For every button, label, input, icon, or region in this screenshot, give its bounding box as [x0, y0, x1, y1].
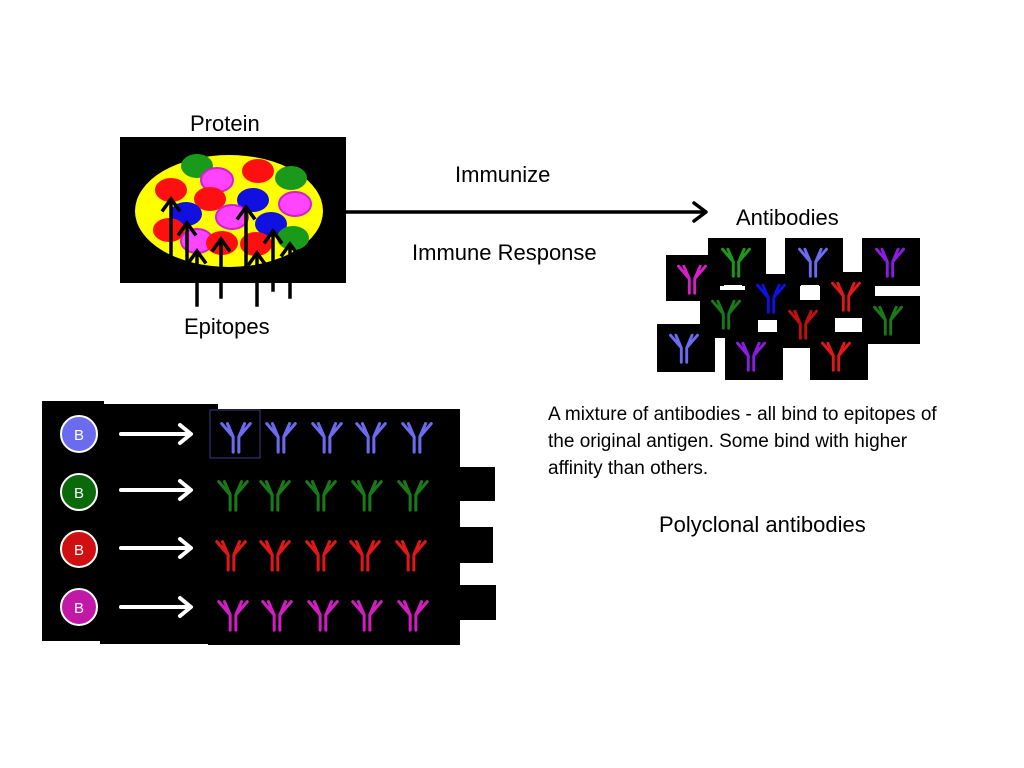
b-cell-label: B	[74, 542, 84, 559]
protein-label: Protein	[190, 111, 260, 136]
epitopes-label: Epitopes	[184, 314, 270, 339]
immunize-label: Immunize	[455, 162, 551, 187]
description-text: A mixture of antibodies - all bind to ep…	[548, 401, 937, 482]
b-cell-label: B	[74, 427, 84, 444]
immunize-arrow	[346, 201, 708, 223]
antibodies-label: Antibodies	[736, 205, 839, 230]
expansion-arrows	[119, 423, 193, 618]
immune-response-label: Immune Response	[412, 240, 597, 265]
protein-antigen	[120, 137, 346, 283]
epitope-arrows	[160, 196, 301, 307]
b-cell: B	[60, 415, 98, 453]
b-cell-expansion: B B B B	[42, 401, 496, 645]
antibody-row-blue	[209, 409, 433, 459]
description-line-2: the original antigen. Some bind with hig…	[548, 431, 908, 452]
antibody-mixture	[657, 238, 920, 380]
b-cell-label: B	[74, 485, 84, 502]
b-cell: B	[60, 473, 98, 511]
polyclonal-label: Polyclonal antibodies	[659, 512, 866, 537]
b-cell: B	[60, 530, 98, 568]
description-line-1: A mixture of antibodies - all bind to ep…	[548, 404, 937, 425]
description-line-3: affinity than others.	[548, 458, 709, 479]
b-cell: B	[60, 588, 98, 626]
b-cell-label: B	[74, 600, 84, 617]
